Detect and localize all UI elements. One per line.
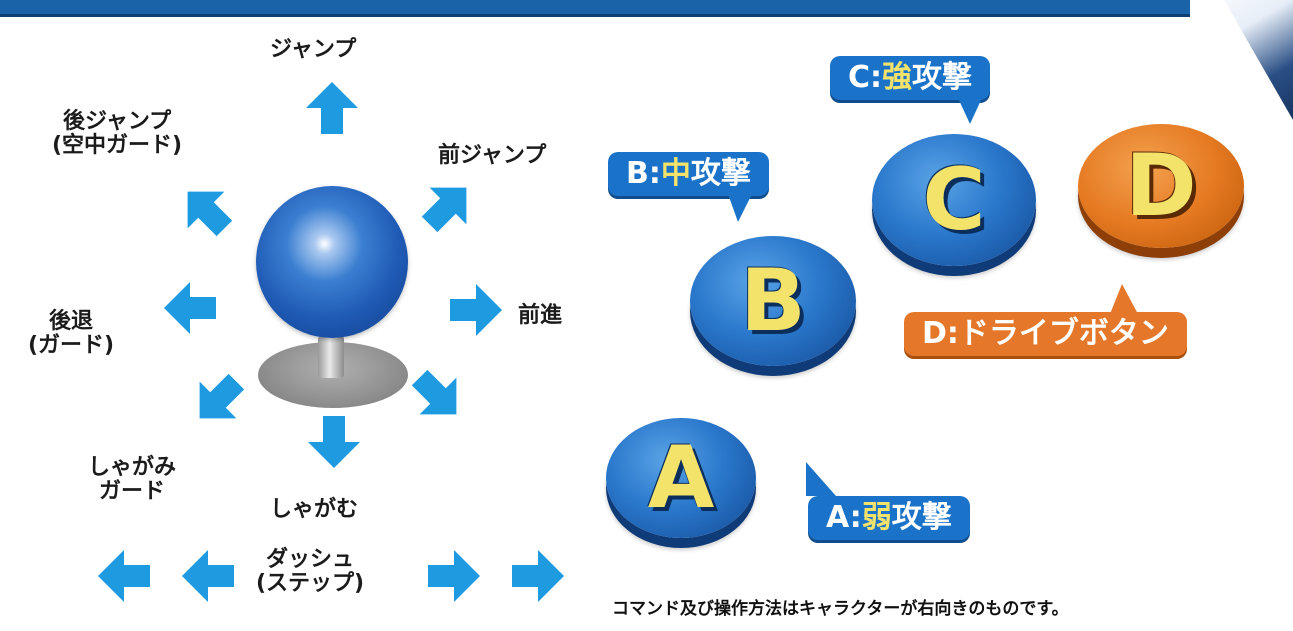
label-back-jump-line2: (空中ガード) [52,133,183,158]
label-crouch-guard-line1: しゃがみ [88,455,177,480]
button-a[interactable]: A [606,418,756,538]
label-b-highlight: 中 [660,156,691,191]
label-dash-line2: (ステップ) [256,571,365,596]
label-c-prefix: C: [848,60,883,95]
label-b-rest: 攻撃 [690,156,751,191]
dash-right-arrow-icon [508,546,568,606]
footnote: コマンド及び操作方法はキャラクターが右向きのものです。 [612,599,1069,619]
label-back-line1: 後退 [49,309,94,334]
arrow-up-icon [302,78,362,138]
header-bar [0,0,1190,17]
dash-left-arrow-icon [178,546,238,606]
label-back-jump: 後ジャンプ (空中ガード) [52,110,182,158]
label-back-jump-line1: 後ジャンプ [62,109,172,134]
arrow-up-right-icon [406,164,491,249]
label-b-medium-attack: B: 中 攻撃 [608,152,769,196]
label-crouch-guard: しゃがみ ガード [88,456,176,504]
arrow-left-icon [160,278,220,338]
arrow-up-left-icon [164,168,249,253]
dash-right-arrow-icon [424,546,484,606]
label-a-prefix: A: [826,500,862,535]
bubble-a-tail [806,462,836,496]
label-crouch: しゃがむ [270,497,359,522]
joystick-shaft [318,336,344,378]
label-c-rest: 攻撃 [912,60,973,95]
label-crouch-guard-line2: ガード [99,479,166,504]
label-dash: ダッシュ (ステップ) [256,548,364,596]
label-c-strong-attack: C: 強 攻撃 [830,56,991,100]
button-b[interactable]: B [690,236,856,366]
bubble-b-tail [728,194,752,222]
arrow-down-left-icon [176,358,261,443]
label-dash-line1: ダッシュ [266,547,355,572]
label-c-highlight: 強 [882,60,913,95]
label-b-prefix: B: [626,156,661,191]
label-back-guard: 後退 (ガード) [28,310,114,358]
label-forward: 前進 [518,303,563,328]
character-art-corner [1224,0,1293,120]
bubble-c-tail [958,98,982,124]
arrow-down-right-icon [396,354,481,439]
button-d[interactable]: D [1078,124,1244,248]
label-a-rest: 攻撃 [891,500,952,535]
label-d-drive-button: D:ドライブボタン [904,312,1187,356]
arrow-down-icon [304,412,364,472]
label-a-weak-attack: A: 弱 攻撃 [808,496,970,540]
label-forward-jump: 前ジャンプ [438,143,547,168]
arrow-right-icon [446,280,506,340]
button-c[interactable]: C [872,134,1036,266]
bubble-d-tail [1110,284,1138,314]
label-back-line2: (ガード) [28,333,115,358]
joystick-ball[interactable] [256,186,408,338]
label-a-highlight: 弱 [861,500,892,535]
dash-left-arrow-icon [94,546,154,606]
label-jump: ジャンプ [270,37,357,62]
